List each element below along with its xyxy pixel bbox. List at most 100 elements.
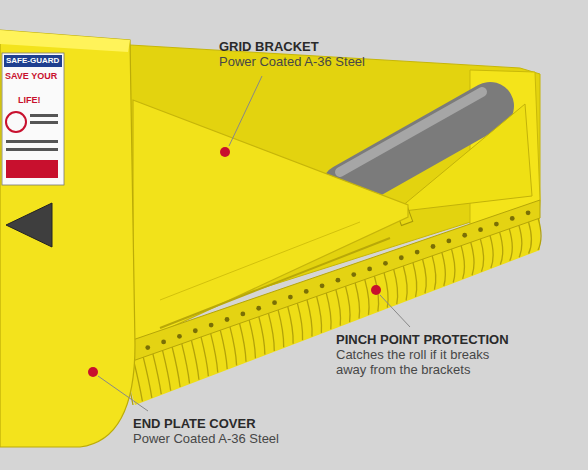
rail-bolt	[225, 317, 230, 322]
rail-bolt	[510, 216, 515, 221]
callout-dot	[220, 147, 230, 157]
sticker-line	[30, 121, 58, 124]
rail-bolt	[272, 300, 277, 305]
grid-finger	[134, 361, 143, 402]
grid-finger	[451, 249, 455, 283]
grid-finger	[480, 238, 483, 271]
rail-bolt	[209, 323, 214, 328]
triangle-hole	[6, 203, 52, 247]
sticker-band	[4, 55, 62, 67]
callout-dot	[88, 367, 98, 377]
grid-finger	[528, 221, 531, 253]
pinch-grid-fingers	[124, 218, 541, 405]
grid-finger	[317, 296, 322, 333]
grid-finger	[442, 252, 446, 286]
part-name: GRID BRACKET	[219, 40, 319, 55]
rail-bolt	[383, 261, 388, 266]
grid-finger	[326, 293, 331, 330]
grid-finger	[422, 259, 426, 294]
rail-bolt	[161, 340, 166, 345]
sticker-text: SAFE-GUARD	[6, 56, 59, 65]
rail-bolt	[256, 306, 261, 311]
rail-bolt	[288, 295, 293, 300]
rail-bolt	[193, 328, 198, 333]
grid-finger	[297, 303, 302, 340]
warning-sticker	[2, 53, 64, 185]
end-plate-top-edge	[0, 30, 130, 52]
rail-bolt	[351, 272, 356, 277]
grid-finger	[163, 350, 171, 390]
grid-finger	[471, 242, 474, 275]
grid-finger	[153, 354, 161, 394]
rail-bolts	[130, 210, 531, 355]
front-rail	[118, 200, 540, 364]
rail-bolt	[446, 238, 451, 243]
rail-bolt	[415, 250, 420, 255]
callout-dot	[371, 285, 381, 295]
rail-bolt	[240, 311, 245, 316]
sticker-line	[6, 140, 58, 143]
grid-finger	[490, 235, 493, 268]
pinch-grid-ground	[122, 215, 540, 405]
rail-bolt	[478, 227, 483, 232]
grid-finger	[365, 279, 369, 315]
sticker-text: LIFE!	[18, 95, 41, 105]
grid-finger	[403, 266, 407, 301]
grid-finger	[249, 320, 255, 358]
part-material: Power Coated A-36 Steel	[133, 432, 279, 447]
grid-finger	[220, 330, 227, 369]
rail-bolt	[431, 244, 436, 249]
rail-bolt	[494, 222, 499, 227]
grid-finger	[278, 310, 284, 348]
grid-finger	[259, 316, 265, 354]
grid-finger	[288, 306, 293, 343]
grid-finger	[413, 262, 417, 297]
sticker-text: SAVE YOUR	[5, 71, 57, 81]
part-name: END PLATE COVER	[133, 417, 256, 432]
part-name: PINCH POINT PROTECTION	[336, 333, 509, 348]
part-description: Catches the roll if it breaks away from …	[336, 348, 518, 378]
rail-bolt	[320, 283, 325, 288]
grid-finger	[268, 313, 274, 351]
rail-bolt	[177, 334, 182, 339]
grid-finger	[509, 228, 512, 261]
leader-line	[380, 295, 410, 327]
part-material: Power Coated A-36 Steel	[219, 55, 365, 70]
grid-finger	[191, 340, 199, 380]
grid-finger	[230, 327, 237, 366]
leader-line	[98, 376, 148, 411]
grid-finger	[461, 245, 464, 279]
grid-finger	[355, 283, 359, 319]
grid-finger	[143, 357, 152, 398]
rail-bolt	[336, 278, 341, 283]
rail-bolt	[304, 289, 309, 294]
grid-finger	[172, 347, 180, 387]
grid-finger	[336, 289, 341, 325]
rail-bolt	[145, 345, 150, 350]
grid-finger	[211, 333, 218, 372]
grid-finger	[307, 299, 312, 336]
sticker-block	[6, 160, 58, 178]
rail-bolt	[462, 233, 467, 238]
grid-finger	[394, 269, 398, 304]
rail-bolt	[526, 210, 531, 215]
grid-finger	[201, 337, 208, 376]
grid-finger	[345, 286, 350, 322]
grid-finger	[182, 344, 190, 384]
rail-bolt	[399, 255, 404, 260]
grid-finger	[499, 232, 502, 265]
grid-finger	[240, 323, 246, 361]
far-bracket	[395, 104, 532, 212]
sticker-line	[30, 114, 58, 117]
left-end-plate	[0, 30, 135, 447]
sticker-icon	[6, 112, 26, 132]
grid-finger	[432, 255, 436, 289]
leader-line	[229, 76, 262, 146]
grid-finger	[538, 218, 541, 250]
rail-bolt	[367, 267, 372, 272]
sticker-line	[6, 148, 58, 151]
grid-finger	[519, 225, 522, 257]
